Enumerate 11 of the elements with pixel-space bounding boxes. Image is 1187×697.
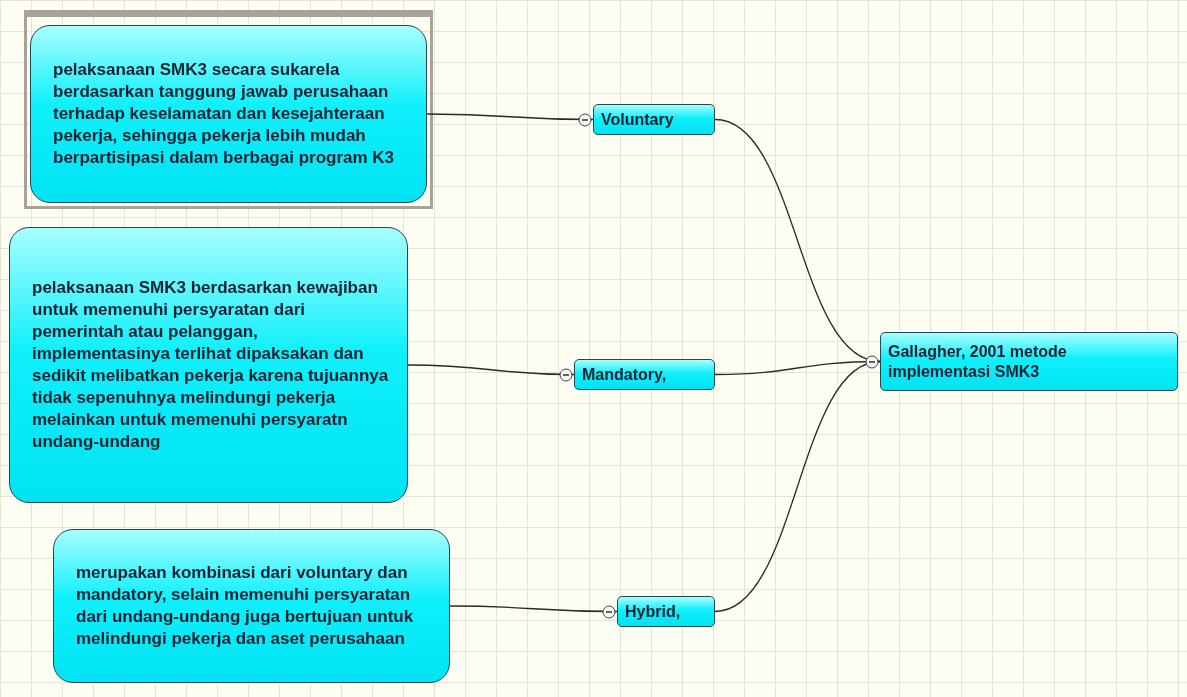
topic-box: Gallagher, 2001 metode implementasi SMK3 xyxy=(880,332,1178,391)
connector-line xyxy=(449,605,618,613)
connector-line xyxy=(714,360,881,613)
topic-box: Voluntary xyxy=(593,104,715,135)
connector-line xyxy=(426,113,594,121)
topic-box: Hybrid, xyxy=(617,596,715,627)
connector-line xyxy=(407,364,575,376)
description-box: pelaksanaan SMK3 secara sukarela berdasarkan tanggung jawab perusahaan terhadap keselamatan dan kesejahteraan pekerja, sehingga pekerja lebih mudah berpartisipasi dalam berbagai program K3 xyxy=(30,25,427,203)
description-box: pelaksanaan SMK3 berdasarkan kewajiban untuk memenuhi persyaratan dari pemerintah atau pelanggan, implementasinya terlihat dipaksakan dan sedikit melibatkan pekerja karena tujuannya tidak sepenuhnya melindungi pekerja melainkan untuk memenuhi persyaratn undang-undang xyxy=(9,227,408,503)
topic-box: Mandatory, xyxy=(574,359,715,390)
description-box: merupakan kombinasi dari voluntary dan mandatory, selain memenuhi persyaratan dari undang-undang juga bertujuan untuk melindungi pekerja dan aset perusahaan xyxy=(53,529,450,683)
